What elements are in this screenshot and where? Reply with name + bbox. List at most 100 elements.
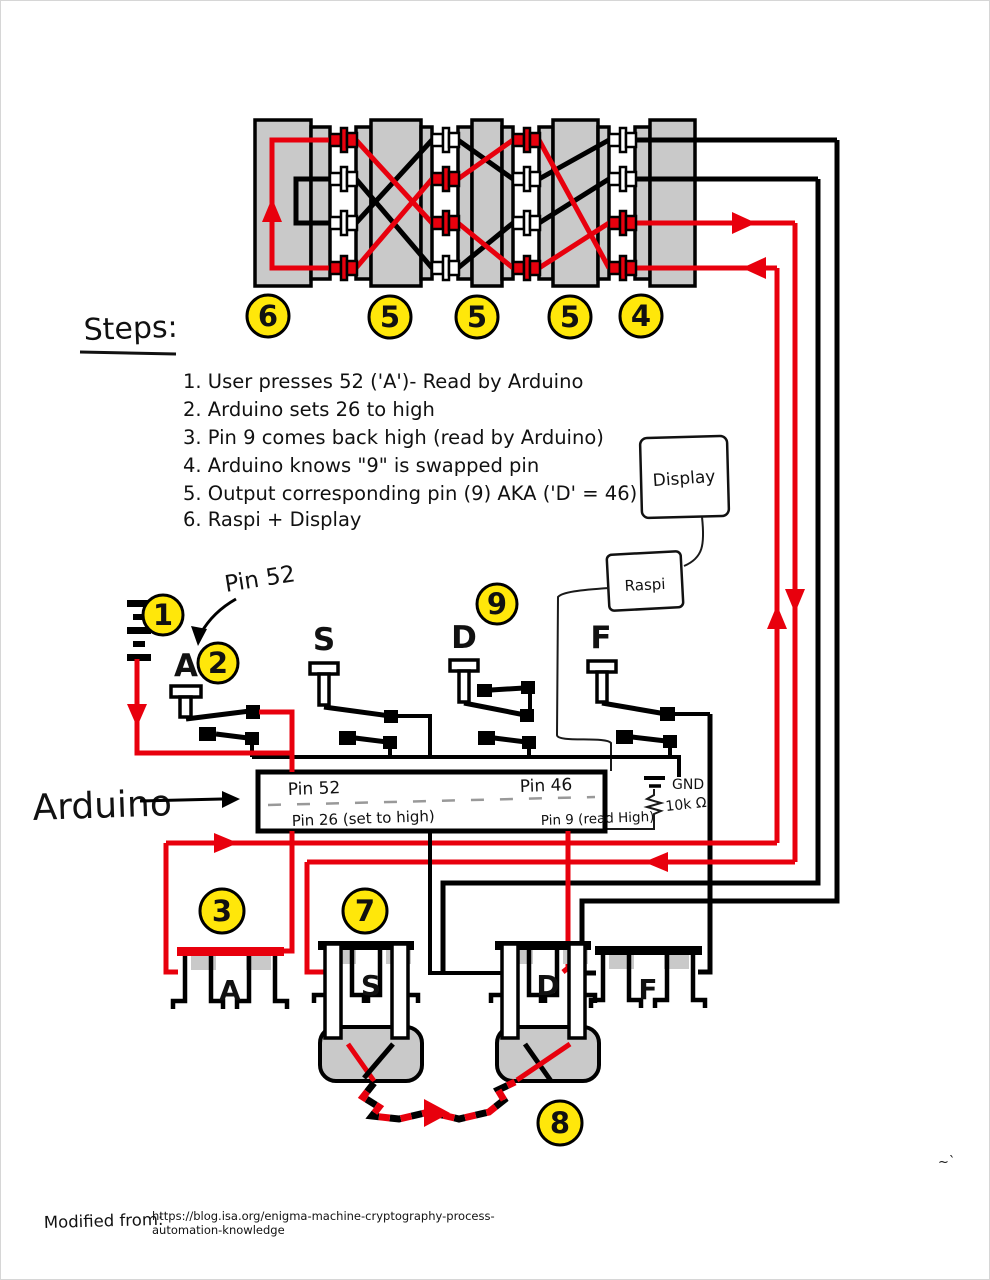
badge-socket-s: 7 xyxy=(341,887,389,935)
svg-text:3: 3 xyxy=(212,894,232,928)
rotor2-strip-right xyxy=(500,125,515,281)
keyboard-section: 1 Pin 52 A 2 S D 9 F xyxy=(127,561,710,830)
key-s-switch[interactable] xyxy=(308,661,432,757)
pin26-to-socket-a xyxy=(284,831,295,954)
keyboard-bus xyxy=(252,755,681,777)
steps-heading: Steps: xyxy=(83,310,178,348)
step-6: 6. Raspi + Display xyxy=(183,508,361,531)
socket-panel: 3 7 A S xyxy=(170,887,708,1147)
stray-mark: ~` xyxy=(938,1155,955,1170)
badge-key-a: 2 xyxy=(196,641,240,685)
raspi-arduino-wire xyxy=(555,587,612,771)
arduino-pointer-line xyxy=(139,797,223,803)
socket-f[interactable]: F xyxy=(588,946,708,1008)
steps-list: Steps: 1. User presses 52 ('A')- Read by… xyxy=(79,310,637,531)
svg-text:1: 1 xyxy=(153,598,173,632)
arduino-divider xyxy=(267,795,596,807)
footer-url-line1[interactable]: https://blog.isa.org/enigma-machine-cryp… xyxy=(152,1209,495,1223)
badge-reflector: 6 xyxy=(245,293,291,339)
steps-underline xyxy=(79,350,177,356)
badge-rotor3: 5 xyxy=(547,294,593,340)
arduino-pin46: Pin 46 xyxy=(519,775,572,797)
patch-cable-black xyxy=(357,1078,517,1123)
socket-d[interactable]: D xyxy=(488,941,601,1083)
svg-text:5: 5 xyxy=(560,300,580,334)
svg-text:9: 9 xyxy=(487,587,507,621)
rotor-assembly xyxy=(253,118,837,288)
display-raspi-wire xyxy=(683,516,705,567)
step-3: 3. Pin 9 comes back high (read by Arduin… xyxy=(183,426,604,449)
entry-plate-strip xyxy=(633,125,652,281)
rotor3-strip-right xyxy=(596,125,611,281)
reflector-plate xyxy=(309,125,332,281)
entry-plate-body xyxy=(648,118,697,288)
rotor-badges: 6 5 5 5 4 xyxy=(245,293,664,340)
badge-rotor1: 5 xyxy=(367,294,413,340)
arduino-pin52: Pin 52 xyxy=(287,778,340,800)
battery-feed-wire xyxy=(134,659,292,756)
svg-text:7: 7 xyxy=(355,894,375,928)
badge-rotor2: 5 xyxy=(454,294,500,340)
socket-s-bar xyxy=(318,941,414,950)
socket-d-label: D xyxy=(536,969,559,1002)
red-down-arrow xyxy=(785,589,805,613)
arduino-pointer-arrowhead xyxy=(222,791,240,808)
step-2: 2. Arduino sets 26 to high xyxy=(183,398,435,421)
step-4: 4. Arduino knows "9" is swapped pin xyxy=(183,454,539,477)
gnd-label: GND xyxy=(672,777,704,793)
socket-a[interactable]: A xyxy=(170,947,290,1009)
badge-entry-plate: 4 xyxy=(618,293,664,339)
pin52-callout-label: Pin 52 xyxy=(223,561,297,598)
rotor2-body xyxy=(470,118,504,288)
badge-key-d: 9 xyxy=(475,582,519,626)
socket-a-label: A xyxy=(219,974,241,1007)
reflector-up-arrow xyxy=(262,198,282,222)
svg-text:5: 5 xyxy=(467,300,487,334)
signal-out-arrow xyxy=(732,212,756,234)
arduino-section: Arduino Pin 52 Pin 46 Pin 26 (set to hig… xyxy=(32,769,655,834)
badge-socket-a: 3 xyxy=(198,887,246,935)
black-socket-wires xyxy=(428,831,505,975)
rotor1-strip-right xyxy=(419,125,434,281)
socket-s-label: S xyxy=(361,969,381,1002)
red-up-arrow xyxy=(767,605,787,629)
resistor-label: 10k Ω xyxy=(665,795,708,815)
display-label: Display xyxy=(652,467,716,491)
pulldown-resistor xyxy=(607,789,665,830)
display-box xyxy=(638,434,731,520)
footer-modified-from: Modified from: xyxy=(44,1210,164,1232)
reflector-body xyxy=(253,118,313,288)
arduino-label: Arduino xyxy=(32,783,173,829)
arduino-pin26: Pin 26 (set to high) xyxy=(292,807,435,830)
raspi-label: Raspi xyxy=(624,575,666,595)
rotor-wiring-red xyxy=(262,137,795,279)
socket-a-shunt-bar xyxy=(177,947,284,956)
step-1: 1. User presses 52 ('A')- Read by Arduin… xyxy=(183,370,583,393)
pin52-callout-arrow xyxy=(199,597,237,634)
svg-text:6: 6 xyxy=(258,299,278,333)
socket-a-left-wire xyxy=(163,843,178,975)
badge-patch-cable: 8 xyxy=(536,1099,584,1147)
signal-in-arrow xyxy=(742,257,766,279)
socket-f-bar xyxy=(595,946,702,955)
key-s-label: S xyxy=(313,622,335,658)
key-a-switch[interactable] xyxy=(169,684,260,757)
key-d-switch[interactable] xyxy=(448,658,536,757)
svg-text:5: 5 xyxy=(380,300,400,334)
step-5: 5. Output corresponding pin (9) AKA ('D'… xyxy=(183,482,637,505)
red-signal-path xyxy=(127,659,795,975)
footer-url-line2[interactable]: automation-knowledge xyxy=(152,1223,285,1237)
svg-text:2: 2 xyxy=(208,646,228,680)
key-a-to-pin52 xyxy=(259,709,295,772)
socket-d-bar xyxy=(495,941,591,950)
rotor-blocks xyxy=(253,118,697,288)
key-d-label: D xyxy=(451,620,477,656)
key-f-switch[interactable] xyxy=(586,659,710,757)
socket-s[interactable]: S xyxy=(311,941,424,1083)
svg-text:8: 8 xyxy=(550,1106,570,1140)
battery-down-arrow xyxy=(127,704,147,727)
ground-node: GND 10k Ω xyxy=(607,776,708,830)
display-raspi: Display Raspi xyxy=(555,434,731,771)
